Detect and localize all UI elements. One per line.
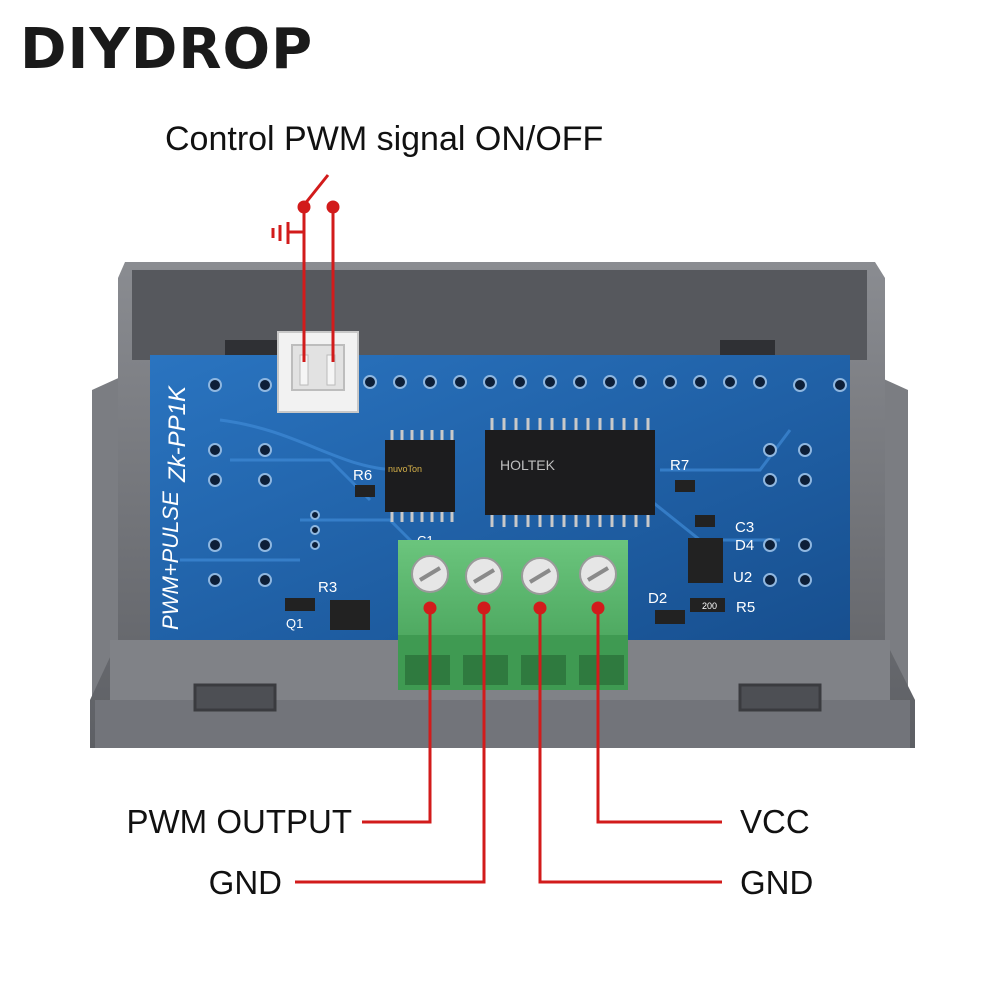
switch-caption: Control PWM signal ON/OFF bbox=[165, 120, 604, 158]
leader-gnd-left bbox=[295, 608, 486, 884]
small-chip-label: nuvoTon bbox=[388, 464, 422, 474]
ref-200: 200 bbox=[702, 601, 717, 611]
terminal-block bbox=[398, 540, 628, 690]
ref-r6: R6 bbox=[353, 467, 372, 484]
leader-vcc bbox=[596, 608, 722, 824]
brand-logo: DIYDROP bbox=[20, 17, 314, 82]
pcb-board bbox=[150, 355, 850, 640]
board-model-text: Zk-PP1K bbox=[164, 385, 191, 483]
leader-pwm-output bbox=[362, 608, 432, 824]
leader-gnd-right bbox=[538, 608, 722, 884]
label-vcc: VCC bbox=[740, 803, 810, 840]
main-chip-label: HOLTEK bbox=[500, 457, 556, 473]
ref-r5: R5 bbox=[736, 599, 755, 616]
switch-symbol bbox=[271, 174, 340, 362]
ref-q1: Q1 bbox=[286, 616, 303, 631]
label-pwm-output: PWM OUTPUT bbox=[126, 803, 352, 840]
ref-d4: D4 bbox=[735, 537, 754, 554]
ref-u2: U2 bbox=[733, 569, 752, 586]
label-gnd-left: GND bbox=[208, 864, 282, 901]
jst-connector bbox=[277, 331, 359, 413]
board-mode-text: PWM+PULSE bbox=[158, 491, 183, 630]
ref-r3: R3 bbox=[318, 579, 337, 596]
ref-c3: C3 bbox=[735, 519, 754, 536]
ref-r7: R7 bbox=[670, 457, 689, 474]
label-gnd-right: GND bbox=[740, 864, 814, 901]
leader-lines bbox=[295, 601, 722, 884]
ref-d2: D2 bbox=[648, 590, 667, 607]
board-silkscreen: Zk-PP1K PWM+PULSE HOLTEK nuvoTon R6 R7 C… bbox=[158, 385, 755, 631]
